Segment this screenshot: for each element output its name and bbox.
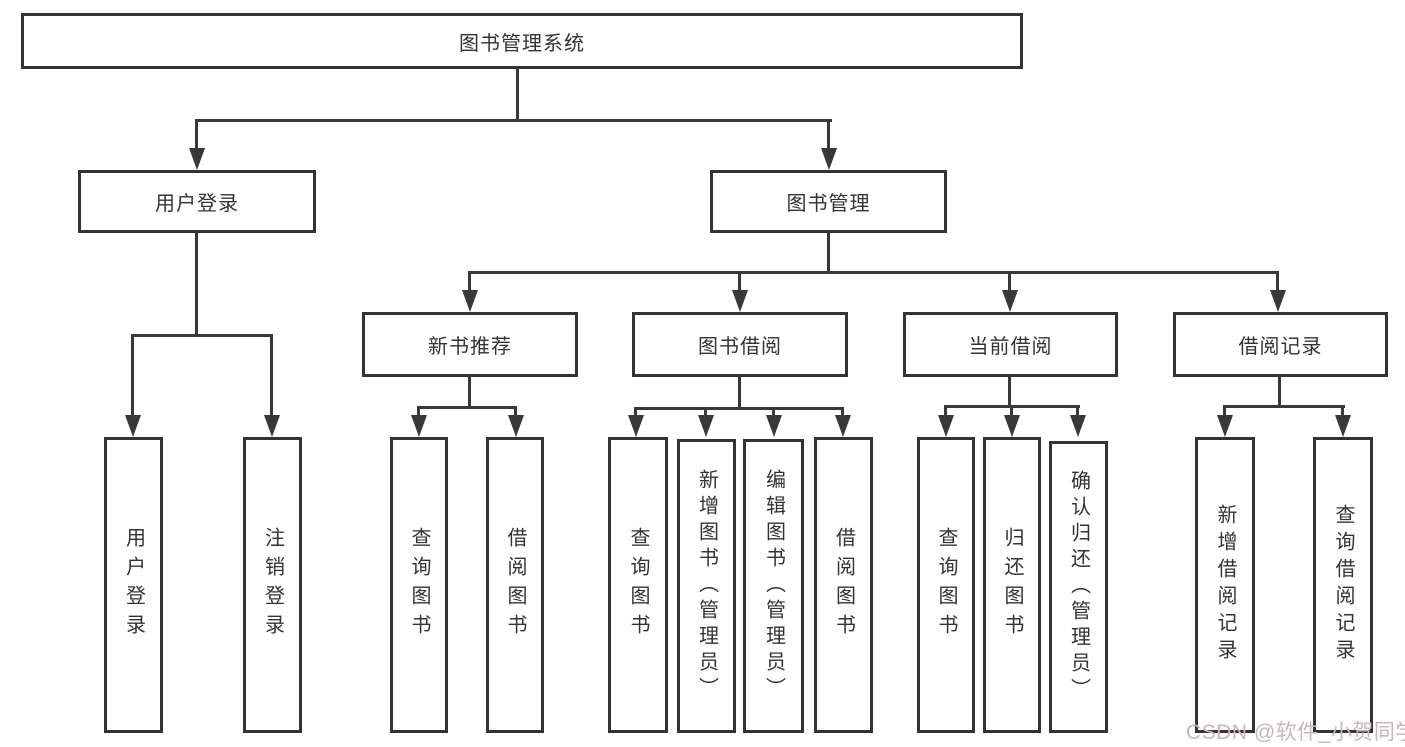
arrow-book-mgmt <box>821 148 837 170</box>
connector-level1-bar <box>196 119 832 122</box>
leaf-nb-query-books: 查询图书 <box>390 437 448 733</box>
arrow-bb-query <box>628 415 644 437</box>
connector-drop-nb-query <box>417 406 420 416</box>
arrow-new-books <box>462 290 478 312</box>
arrow-leaf-user-login <box>125 415 141 437</box>
node-current-borrow: 当前借阅 <box>903 312 1118 377</box>
leaf-bb-query-books: 查询图书 <box>608 437 668 733</box>
leaf-bb-borrow-books: 借阅图书 <box>814 437 873 733</box>
connector-newbooks-bar <box>417 406 517 409</box>
leaf-br-query-record: 查询借阅记录 <box>1313 437 1373 733</box>
leaf-label: 借阅图书 <box>504 527 526 643</box>
connector-borrowrecords-stem <box>1278 377 1281 407</box>
node-user-login: 用户登录 <box>78 170 316 233</box>
connector-drop-borrow-records <box>1276 271 1279 292</box>
connector-userlogin-stem <box>195 233 198 336</box>
connector-drop-nb-borrow <box>514 406 517 416</box>
csdn-watermark: CSDN @软件_小贺同学 <box>1186 721 1405 744</box>
connector-drop-leaf-user-login <box>131 334 134 416</box>
arrow-book-borrow <box>732 290 748 312</box>
arrow-nb-borrow <box>508 415 524 437</box>
leaf-label: 查询图书 <box>408 527 430 643</box>
node-label: 借阅记录 <box>1238 336 1323 358</box>
connector-drop-bb-edit <box>772 407 775 416</box>
arrow-nb-query <box>411 415 427 437</box>
node-book-borrow: 图书借阅 <box>632 312 848 377</box>
connector-drop-cb-query <box>944 405 947 416</box>
arrow-cb-query <box>938 415 954 437</box>
leaf-label: 确认归还（管理员） <box>1067 470 1090 704</box>
leaf-br-add-record: 新增借阅记录 <box>1195 437 1255 733</box>
node-library-management-system: 图书管理系统 <box>21 13 1023 69</box>
node-label: 当前借阅 <box>968 336 1053 358</box>
arrow-cb-confirm <box>1070 415 1086 437</box>
connector-drop-new-books <box>468 271 471 292</box>
connector-drop-book-mgmt <box>827 119 830 149</box>
arrow-bb-add <box>698 415 714 437</box>
leaf-label: 借阅图书 <box>832 527 855 643</box>
connector-drop-bb-add <box>704 407 707 416</box>
leaf-label: 归还图书 <box>1001 527 1023 643</box>
node-label: 用户登录 <box>155 193 239 215</box>
connector-bookborrow-stem <box>738 377 741 409</box>
connector-drop-book-borrow <box>738 271 741 292</box>
node-label: 图书借阅 <box>698 336 782 358</box>
arrow-user-login <box>189 148 205 170</box>
leaf-label: 注销登录 <box>261 527 284 643</box>
connector-drop-cb-return <box>1010 405 1013 416</box>
arrow-borrow-records <box>1270 290 1286 312</box>
node-label: 新书推荐 <box>428 336 512 358</box>
connector-newbooks-stem <box>468 377 471 408</box>
arrow-bb-borrow <box>835 415 851 437</box>
leaf-label: 用户登录 <box>122 527 145 643</box>
connector-drop-bb-borrow <box>841 407 844 416</box>
leaf-logout: 注销登录 <box>243 437 302 733</box>
leaf-bb-add-books-admin: 新增图书（管理员） <box>677 439 736 733</box>
connector-drop-br-add <box>1223 405 1226 416</box>
node-book-management: 图书管理 <box>710 170 947 233</box>
connector-drop-current-borrow <box>1008 271 1011 292</box>
node-borrow-records: 借阅记录 <box>1173 312 1388 377</box>
connector-userlogin-bar <box>131 334 272 337</box>
leaf-nb-borrow-books: 借阅图书 <box>486 437 544 733</box>
leaf-label: 查询图书 <box>935 527 957 643</box>
arrow-bb-edit <box>766 415 782 437</box>
node-new-book-recommend: 新书推荐 <box>362 312 578 377</box>
connector-currentborrow-stem <box>1008 377 1011 407</box>
connector-drop-cb-confirm <box>1076 405 1079 416</box>
leaf-label: 新增借阅记录 <box>1214 504 1236 666</box>
arrow-leaf-logout <box>264 415 280 437</box>
connector-drop-user-login <box>195 119 198 149</box>
leaf-label: 查询借阅记录 <box>1332 504 1354 666</box>
leaf-label: 新增图书（管理员） <box>695 469 718 703</box>
node-label: 图书管理系统 <box>459 32 585 55</box>
arrow-br-add <box>1217 415 1233 437</box>
connector-bookmgmt-stem <box>827 233 830 274</box>
connector-drop-br-query <box>1341 405 1344 416</box>
connector-root-stem <box>516 67 519 121</box>
connector-borrowrecords-bar <box>1223 405 1345 408</box>
leaf-bb-edit-books-admin: 编辑图书（管理员） <box>743 439 804 733</box>
leaf-label: 查询图书 <box>627 527 649 643</box>
arrow-cb-return <box>1004 415 1020 437</box>
arrow-current-borrow <box>1002 290 1018 312</box>
arrow-br-query <box>1335 415 1351 437</box>
leaf-label: 编辑图书（管理员） <box>762 469 785 703</box>
leaf-cb-confirm-return-admin: 确认归还（管理员） <box>1049 441 1108 733</box>
leaf-user-login: 用户登录 <box>104 437 163 733</box>
connector-drop-bb-query <box>634 407 637 416</box>
connector-bookborrow-bar <box>634 407 844 410</box>
connector-drop-leaf-logout <box>270 334 273 416</box>
leaf-cb-return-books: 归还图书 <box>983 437 1041 733</box>
leaf-cb-query-books: 查询图书 <box>917 437 975 733</box>
connector-level2-bar <box>468 271 1279 274</box>
node-label: 图书管理 <box>786 193 871 215</box>
